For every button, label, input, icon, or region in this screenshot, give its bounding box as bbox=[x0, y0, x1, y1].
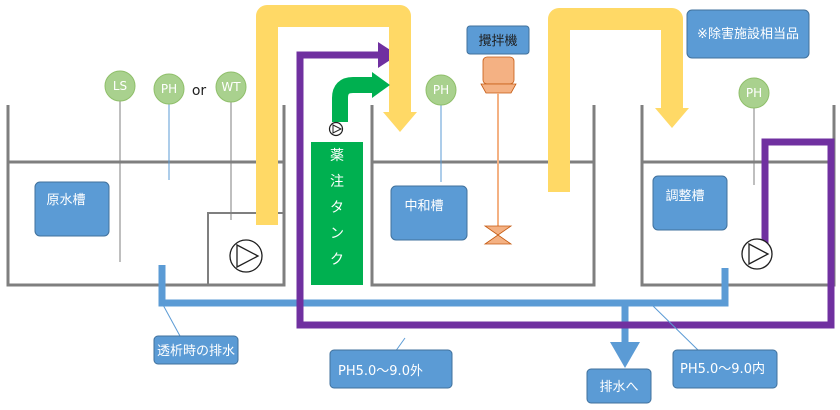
sensor-ls: LS bbox=[104, 70, 136, 102]
yellow-arrow-head-2 bbox=[655, 108, 689, 128]
tank-outlines bbox=[6, 105, 836, 287]
ph-out-label: PH5.0～9.0外 bbox=[338, 364, 423, 379]
svg-text:LS: LS bbox=[113, 79, 127, 93]
chemical-tank-char-2: タ bbox=[330, 200, 344, 216]
dialysis-drain-label-box bbox=[153, 335, 239, 365]
to-drain-label-box bbox=[586, 368, 652, 404]
adjust-tank-label: 調整槽 bbox=[665, 189, 704, 204]
yellow-arrow-head-1 bbox=[383, 112, 417, 132]
to-drain-label: 排水へ bbox=[599, 380, 638, 395]
yellow-pipe-raw-to-neutral bbox=[256, 5, 411, 225]
svg-text:WT: WT bbox=[221, 80, 241, 94]
sensor-ph-adjust: PH bbox=[738, 77, 770, 109]
purple-return-pipe bbox=[296, 51, 835, 329]
chemical-pump-icon bbox=[328, 121, 344, 137]
svg-text:PH: PH bbox=[433, 83, 449, 97]
svg-text:PH: PH bbox=[161, 82, 177, 96]
pump-housing bbox=[207, 212, 285, 286]
yellow-pipe-neutral-to-adjust bbox=[548, 8, 683, 192]
ph-in-label-box bbox=[672, 349, 778, 389]
note-text: ※除害施設相当品 bbox=[697, 26, 799, 42]
mixer-label-box bbox=[466, 25, 530, 55]
mixer-motor bbox=[482, 56, 515, 85]
sensor-ph-neutral: PH bbox=[425, 74, 457, 106]
chemical-tank bbox=[311, 142, 363, 285]
pump-icon-adjust bbox=[741, 238, 773, 270]
ph-in-label: PH5.0～9.0内 bbox=[680, 361, 765, 377]
raw-tank-label-box bbox=[34, 181, 110, 237]
mixer-base bbox=[480, 83, 517, 94]
ph-out-label-box bbox=[329, 349, 453, 389]
neutral-tank-label-box bbox=[390, 185, 468, 241]
svg-text:PH: PH bbox=[746, 86, 762, 100]
chemical-tank-char-1: 注 bbox=[330, 174, 344, 190]
raw-tank-label: 原水槽 bbox=[46, 193, 85, 208]
chemical-tank-char-4: ク bbox=[330, 252, 344, 268]
mixer-assembly: 攪拌機 bbox=[466, 25, 530, 245]
purple-arrow-head bbox=[378, 42, 398, 68]
chemical-injection-pipe bbox=[332, 77, 372, 122]
chemical-tank-char-3: ン bbox=[330, 226, 344, 242]
drain-arrow-head bbox=[610, 342, 640, 368]
dialysis-drain-label: 透析時の排水 bbox=[157, 344, 235, 359]
sensor-probes bbox=[119, 100, 755, 262]
adjust-tank-label-box bbox=[652, 175, 728, 231]
mixer-impeller bbox=[483, 225, 513, 245]
chemical-tank-char-0: 薬 bbox=[330, 148, 344, 164]
mixer-label: 攪拌機 bbox=[478, 34, 517, 49]
note-box bbox=[686, 9, 810, 59]
raw-water-tank bbox=[6, 105, 286, 287]
sensor-wt: WT bbox=[215, 71, 247, 103]
neutral-tank-label: 中和槽 bbox=[404, 199, 443, 214]
chemical-arrow-head bbox=[372, 72, 390, 98]
sensor-ph-raw: PH bbox=[153, 73, 185, 105]
pump-icon-raw bbox=[229, 239, 263, 273]
or-label: or bbox=[192, 83, 207, 99]
neutralization-tank bbox=[370, 105, 596, 287]
